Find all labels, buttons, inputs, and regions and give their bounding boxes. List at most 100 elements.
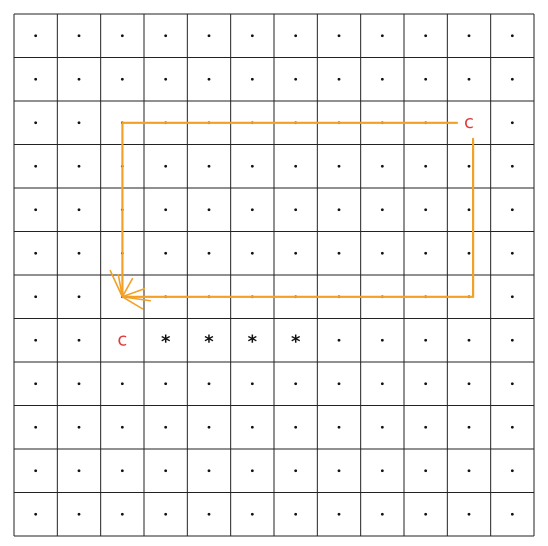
- grid-cell[interactable]: [77, 121, 81, 125]
- grid-cell[interactable]: [510, 208, 514, 212]
- grid-cell[interactable]: [120, 77, 124, 81]
- grid-cell[interactable]: [77, 295, 81, 299]
- grid-cell[interactable]: [164, 469, 168, 473]
- grid-cell[interactable]: [294, 469, 298, 473]
- grid-cell[interactable]: [164, 512, 168, 516]
- grid-cell[interactable]: [34, 251, 38, 255]
- grid-cell[interactable]: [164, 77, 168, 81]
- grid-cell[interactable]: [77, 208, 81, 212]
- grid-cell[interactable]: [164, 251, 168, 255]
- grid-cell[interactable]: [337, 425, 341, 429]
- grid-cell[interactable]: [510, 295, 514, 299]
- grid-cell[interactable]: *: [291, 331, 301, 352]
- grid-cell[interactable]: *: [248, 331, 258, 352]
- grid-cell[interactable]: [380, 512, 384, 516]
- grid-cell[interactable]: [34, 164, 38, 168]
- grid-cell[interactable]: [34, 512, 38, 516]
- grid-cell[interactable]: [337, 77, 341, 81]
- grid-cell[interactable]: [294, 425, 298, 429]
- grid-cell[interactable]: c: [117, 329, 127, 350]
- grid-cell[interactable]: [120, 382, 124, 386]
- grid-cell[interactable]: [34, 121, 38, 125]
- grid-cell[interactable]: [34, 77, 38, 81]
- grid-cell[interactable]: [34, 338, 38, 342]
- grid-cell[interactable]: [424, 338, 428, 342]
- grid-cell[interactable]: [294, 382, 298, 386]
- grid-cell[interactable]: [510, 121, 514, 125]
- grid-cell[interactable]: [250, 208, 254, 212]
- grid-cell[interactable]: [424, 512, 428, 516]
- grid-cell[interactable]: [77, 77, 81, 81]
- grid-cell[interactable]: [337, 164, 341, 168]
- grid-cell[interactable]: [294, 77, 298, 81]
- grid-cell[interactable]: [467, 208, 471, 212]
- grid-cell[interactable]: [294, 512, 298, 516]
- grid-cell[interactable]: [207, 77, 211, 81]
- grid-cell[interactable]: [207, 512, 211, 516]
- grid-cell[interactable]: [77, 512, 81, 516]
- grid-cell[interactable]: [510, 34, 514, 38]
- grid-cell[interactable]: [77, 251, 81, 255]
- grid-cell[interactable]: [510, 77, 514, 81]
- grid-cell[interactable]: [207, 425, 211, 429]
- grid-cell[interactable]: [424, 77, 428, 81]
- grid-cell[interactable]: [207, 208, 211, 212]
- grid-cell[interactable]: [164, 382, 168, 386]
- grid-cell[interactable]: [510, 382, 514, 386]
- grid-cell[interactable]: [510, 512, 514, 516]
- grid-cell[interactable]: [250, 425, 254, 429]
- grid-cell[interactable]: [467, 382, 471, 386]
- grid-cell[interactable]: [424, 208, 428, 212]
- grid-cell[interactable]: [337, 251, 341, 255]
- grid-cell[interactable]: [34, 425, 38, 429]
- grid-cell[interactable]: [424, 382, 428, 386]
- grid-cell[interactable]: [120, 469, 124, 473]
- grid-cell[interactable]: [424, 164, 428, 168]
- grid-cell[interactable]: [380, 425, 384, 429]
- grid-cell[interactable]: [77, 164, 81, 168]
- grid-cell[interactable]: [467, 251, 471, 255]
- grid-cell[interactable]: [467, 34, 471, 38]
- grid-cell[interactable]: [164, 208, 168, 212]
- grid-cell[interactable]: [34, 382, 38, 386]
- grid-cell[interactable]: [77, 338, 81, 342]
- grid-cell[interactable]: [250, 469, 254, 473]
- grid-cell[interactable]: [250, 77, 254, 81]
- grid-cell[interactable]: [380, 338, 384, 342]
- grid-cell[interactable]: [337, 469, 341, 473]
- grid-cell[interactable]: [34, 469, 38, 473]
- grid-cell[interactable]: [424, 469, 428, 473]
- grid-cell[interactable]: [424, 34, 428, 38]
- grid-cell[interactable]: [467, 164, 471, 168]
- grid-cell[interactable]: [467, 512, 471, 516]
- grid-cell[interactable]: c: [464, 112, 474, 133]
- grid-cell[interactable]: [337, 512, 341, 516]
- grid-cell[interactable]: [77, 425, 81, 429]
- grid-cell[interactable]: [207, 469, 211, 473]
- grid-cell[interactable]: [380, 34, 384, 38]
- grid-cell[interactable]: [337, 382, 341, 386]
- grid-cell[interactable]: [207, 251, 211, 255]
- grid-cell[interactable]: [380, 77, 384, 81]
- grid-cell[interactable]: [120, 34, 124, 38]
- grid-cell[interactable]: [207, 34, 211, 38]
- grid-cell[interactable]: *: [204, 331, 214, 352]
- grid-cell[interactable]: [467, 338, 471, 342]
- grid-cell[interactable]: [250, 512, 254, 516]
- grid-cell[interactable]: [380, 469, 384, 473]
- grid-cell[interactable]: [294, 251, 298, 255]
- grid-cell[interactable]: [164, 34, 168, 38]
- grid-cell[interactable]: [380, 164, 384, 168]
- grid-cell[interactable]: [510, 425, 514, 429]
- grid-cell[interactable]: [510, 164, 514, 168]
- grid-cell[interactable]: [294, 164, 298, 168]
- grid-cell[interactable]: [77, 469, 81, 473]
- grid-cell[interactable]: [294, 34, 298, 38]
- grid-cell[interactable]: [467, 469, 471, 473]
- grid-cell[interactable]: [424, 425, 428, 429]
- grid-cell[interactable]: [34, 295, 38, 299]
- grid-cell[interactable]: [337, 34, 341, 38]
- grid-cell[interactable]: [380, 382, 384, 386]
- grid-cell[interactable]: [77, 382, 81, 386]
- grid-cell[interactable]: [294, 208, 298, 212]
